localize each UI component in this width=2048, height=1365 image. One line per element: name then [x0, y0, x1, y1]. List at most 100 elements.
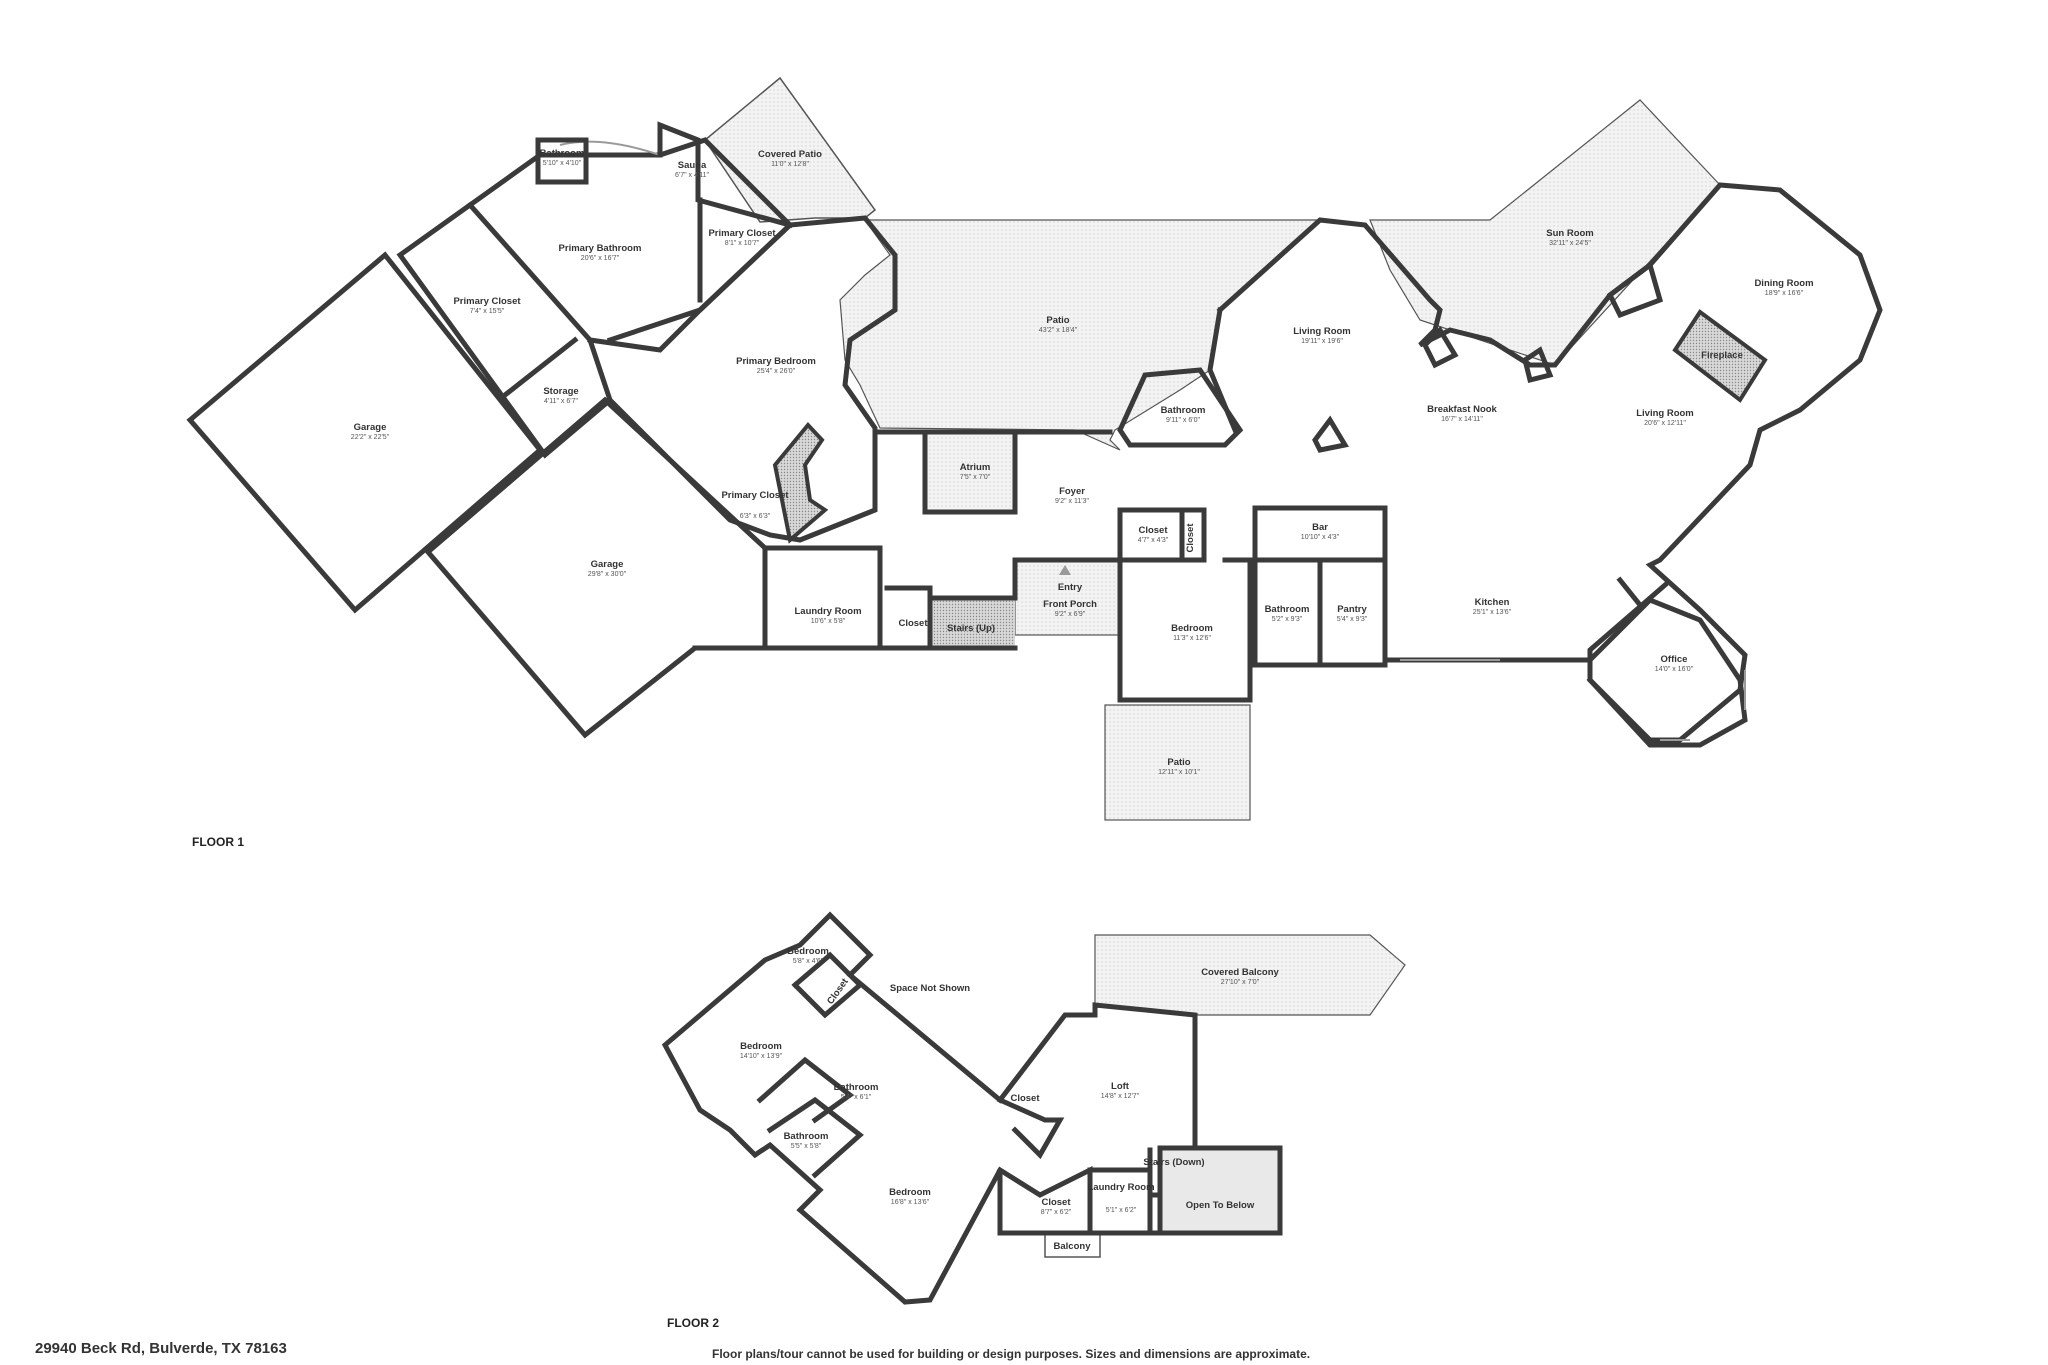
room-label: Primary Closet	[708, 228, 776, 239]
room-dims: 4'7" x 4'3"	[1138, 537, 1169, 544]
room-dims: 6'7" x 4'11"	[675, 172, 709, 179]
room-label: Bathroom	[1161, 405, 1206, 416]
room-dims: 5'2" x 9'3"	[1272, 616, 1303, 623]
room-label: Bathroom	[1265, 604, 1310, 615]
room-dims: 14'8" x 12'7"	[1101, 1093, 1140, 1100]
floor-1-label: FLOOR 1	[192, 835, 245, 849]
room-label: Patio	[1167, 757, 1190, 768]
south-patio-area	[1104, 704, 1251, 821]
open-to-below-area	[1157, 1145, 1283, 1236]
fireplace-mass	[1672, 309, 1768, 403]
room-dims: 8'1" x 10'7"	[725, 240, 760, 247]
floor-1-room-labels: Bathroom 5'10" x 4'10" Sauna 6'7" x 4'11…	[351, 148, 1814, 776]
room-dims: 14'10" x 13'9"	[740, 1053, 783, 1060]
room-dims: 9'2" x 11'3"	[1055, 498, 1089, 505]
room-dims: 7'4" x 15'5"	[470, 308, 505, 315]
room-label: Office	[1661, 654, 1688, 665]
primary-bedroom-walls	[606, 215, 898, 543]
room-dims: 9'2" x 6'9"	[1055, 611, 1086, 618]
primary-closet-block-walls	[396, 201, 613, 459]
patio-area	[839, 219, 1322, 451]
room-dims: 20'6" x 12'11"	[1644, 420, 1686, 427]
room-label: Atrium	[960, 462, 991, 473]
room-dims: 19'11" x 19'6"	[1301, 338, 1343, 345]
disclaimer-note: Floor plans/tour cannot be used for buil…	[712, 1347, 1311, 1361]
room-label: Balcony	[1054, 1241, 1092, 1252]
room-label: Bathroom	[540, 148, 585, 159]
room-dims: 16'8" x 13'6"	[891, 1199, 930, 1206]
room-label: Fireplace	[1701, 350, 1743, 361]
room-label: Sauna	[678, 160, 707, 171]
entry-arrow-icon	[1059, 565, 1071, 575]
room-dims: 10'6" x 5'8"	[811, 618, 846, 625]
room-label: Sun Room	[1546, 228, 1594, 239]
room-dims: 8'7" x 6'2"	[1041, 1209, 1072, 1216]
room-dims: 20'6" x 16'7"	[581, 255, 620, 262]
room-label: Storage	[543, 386, 578, 397]
room-dims: 11'0" x 12'8"	[771, 161, 809, 168]
room-dims: 22'2" x 22'5"	[351, 434, 390, 441]
room-label: Laundry Room	[794, 606, 861, 617]
room-dims: 18'9" x 16'6"	[1765, 290, 1804, 297]
floor-2-room-labels: Bedroom 5'8" x 4'6" Closet Space Not Sho…	[740, 946, 1280, 1252]
room-label: Open To Below	[1186, 1200, 1255, 1211]
floor-2-plan	[661, 911, 1406, 1305]
room-dims: 25'1" x 13'6"	[1473, 609, 1512, 616]
room-label: Front Porch	[1043, 599, 1097, 610]
room-label: Covered Balcony	[1201, 967, 1279, 978]
room-dims: 32'11" x 24'5"	[1549, 240, 1591, 247]
room-label: Closet	[1010, 1093, 1040, 1104]
room-dims: 12'11" x 10'1"	[1158, 769, 1200, 776]
room-label: Closet	[1138, 525, 1168, 536]
room-dims: 14'0" x 16'0"	[1655, 666, 1694, 673]
room-label: Closet	[898, 618, 928, 629]
room-label: Bedroom	[1171, 623, 1213, 634]
room-dims: 6'3" x 6'3"	[740, 513, 771, 520]
room-dims: 7'5" x 7'0"	[960, 474, 991, 481]
room-dims: 5'4" x 9'3"	[1337, 616, 1368, 623]
room-dims: 5'8" x 4'6"	[793, 958, 824, 965]
room-label: Primary Bathroom	[559, 243, 642, 254]
room-label: Garage	[354, 422, 387, 433]
room-label: Primary Closet	[453, 296, 521, 307]
floor-2-label: FLOOR 2	[667, 1316, 720, 1330]
room-label: Stairs (Down)	[1143, 1157, 1204, 1168]
sun-room-area	[1369, 99, 1721, 366]
room-label: Closet	[1185, 523, 1196, 553]
stairs-up-area	[930, 598, 1015, 648]
atrium-area	[925, 432, 1015, 512]
wing-fireplace-outline	[1606, 260, 1664, 319]
room-label: Primary Bedroom	[736, 356, 816, 367]
room-label: Primary Closet	[721, 490, 789, 501]
room-dims: 5'4" x 6'1"	[841, 1094, 872, 1101]
room-label: Bedroom	[889, 1187, 931, 1198]
floor-2-outer-walls	[661, 911, 1198, 1305]
room-label: Bedroom	[740, 1041, 782, 1052]
room-label: Breakfast Nook	[1427, 404, 1497, 415]
room-label: Space Not Shown	[890, 983, 970, 994]
room-label: Covered Patio	[758, 149, 822, 160]
room-label: Bedroom	[787, 946, 829, 957]
property-address: 29940 Beck Rd, Bulverde, TX 78163	[35, 1340, 287, 1357]
room-dims: 10'10" x 4'3"	[1301, 534, 1340, 541]
room-label: Stairs (Up)	[947, 623, 995, 634]
room-dims: 9'11" x 6'0"	[1166, 417, 1200, 424]
room-label: Laundry Room	[1087, 1182, 1154, 1193]
room-label: Bathroom	[784, 1131, 829, 1142]
room-label: Entry	[1058, 582, 1083, 593]
room-dims: 27'10" x 7'0"	[1221, 979, 1260, 986]
room-label: Dining Room	[1754, 278, 1813, 289]
room-label: Bathroom	[834, 1082, 879, 1093]
balcony-outline	[1044, 1232, 1101, 1258]
room-label: Pantry	[1337, 604, 1367, 615]
room-label: Bar	[1312, 522, 1328, 533]
room-label: Patio	[1046, 315, 1069, 326]
central-bathroom-walls	[1117, 367, 1244, 448]
room-label: Closet	[1041, 1197, 1071, 1208]
room-label: Living Room	[1636, 408, 1694, 419]
room-label: Garage	[591, 559, 624, 570]
room-dims: 4'11" x 6'7"	[544, 398, 578, 405]
room-dims: 43'2" x 18'4"	[1039, 327, 1078, 334]
room-dims: 29'8" x 30'0"	[588, 571, 627, 578]
